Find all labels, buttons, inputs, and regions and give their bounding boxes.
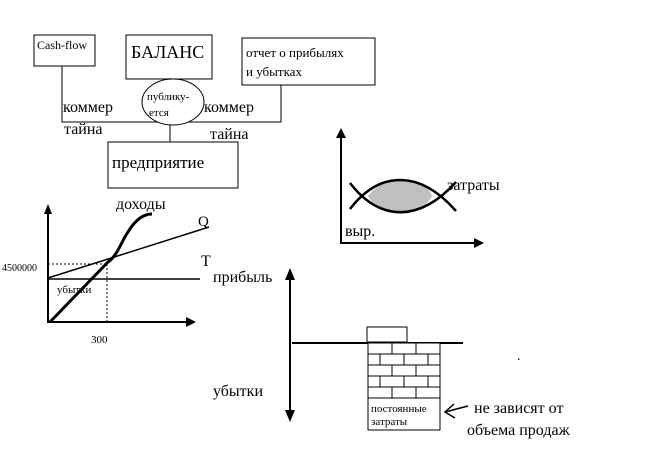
- enterprise-label: предприятие: [112, 153, 204, 172]
- publishes-oval: [141, 78, 205, 126]
- note-pointer-line: [444, 405, 469, 413]
- breakeven-loss-label: убытки: [57, 284, 91, 296]
- publishes-line-2: ется: [149, 107, 169, 119]
- report-line-1: отчет о прибылях: [246, 45, 344, 60]
- stray-dot: .: [517, 349, 521, 364]
- breakeven-chart: доходы Q T 4500000 300 убытки: [2, 196, 211, 346]
- revenue-label: выр.: [345, 223, 375, 240]
- enterprise-box: [107, 141, 239, 189]
- costs-revenue-chart: затраты выр.: [336, 128, 500, 248]
- fixed-costs-diagram: прибыль убытки постоянные затраты: [213, 268, 571, 439]
- q-label: Q: [198, 214, 209, 230]
- brick-pattern: [368, 343, 440, 399]
- profit-loss-arrow-down: [285, 410, 295, 422]
- breakeven-x-arrow: [186, 317, 196, 327]
- fixed-costs-line-1: постоянные: [371, 403, 427, 415]
- balance-label: БАЛАНС: [131, 42, 204, 62]
- note-line-1: не зависят от: [474, 400, 563, 417]
- report-line-2: и убытках: [246, 64, 302, 79]
- secret-right-line-2: тайна: [210, 126, 249, 143]
- costs-chart-y-arrow: [336, 128, 346, 138]
- secret-right-line-1: коммер: [204, 99, 254, 116]
- reporting-block: Cash-flow БАЛАНС отчет о прибылях и убыт…: [33, 34, 376, 189]
- secret-left-line-2: тайна: [64, 121, 103, 138]
- chimney-cap: [366, 326, 408, 343]
- publishes-line-1: публику-: [147, 91, 190, 103]
- costs-chart-x-arrow: [474, 238, 484, 248]
- income-curve: [48, 212, 153, 324]
- loss-label: убытки: [213, 383, 263, 400]
- total-cost-line-q: [47, 226, 210, 279]
- cashflow-connector: [61, 66, 170, 123]
- secret-left-line-1: коммер: [63, 99, 113, 116]
- x-value-label: 300: [91, 334, 108, 346]
- cashflow-box: [33, 34, 96, 67]
- profit-loss-arrow-up: [285, 268, 295, 280]
- costs-curve-b: [349, 178, 457, 212]
- costs-label: затраты: [447, 177, 500, 194]
- profit-loss-report-box: [241, 37, 376, 86]
- balance-box: [125, 34, 213, 80]
- note-pointer-arrow: [443, 403, 456, 419]
- note-line-2: объема продаж: [467, 422, 571, 439]
- costs-lens-fill: [368, 179, 432, 214]
- report-connector: [170, 85, 282, 123]
- t-label: T: [201, 253, 211, 270]
- profit-label: прибыль: [213, 269, 272, 286]
- income-label: доходы: [116, 196, 166, 213]
- breakeven-y-arrow: [44, 204, 52, 214]
- fixed-costs-line-2: затраты: [371, 416, 408, 428]
- cashflow-label: Cash-flow: [37, 38, 87, 52]
- costs-curve-a: [349, 181, 457, 214]
- y-value-label: 4500000: [2, 263, 37, 274]
